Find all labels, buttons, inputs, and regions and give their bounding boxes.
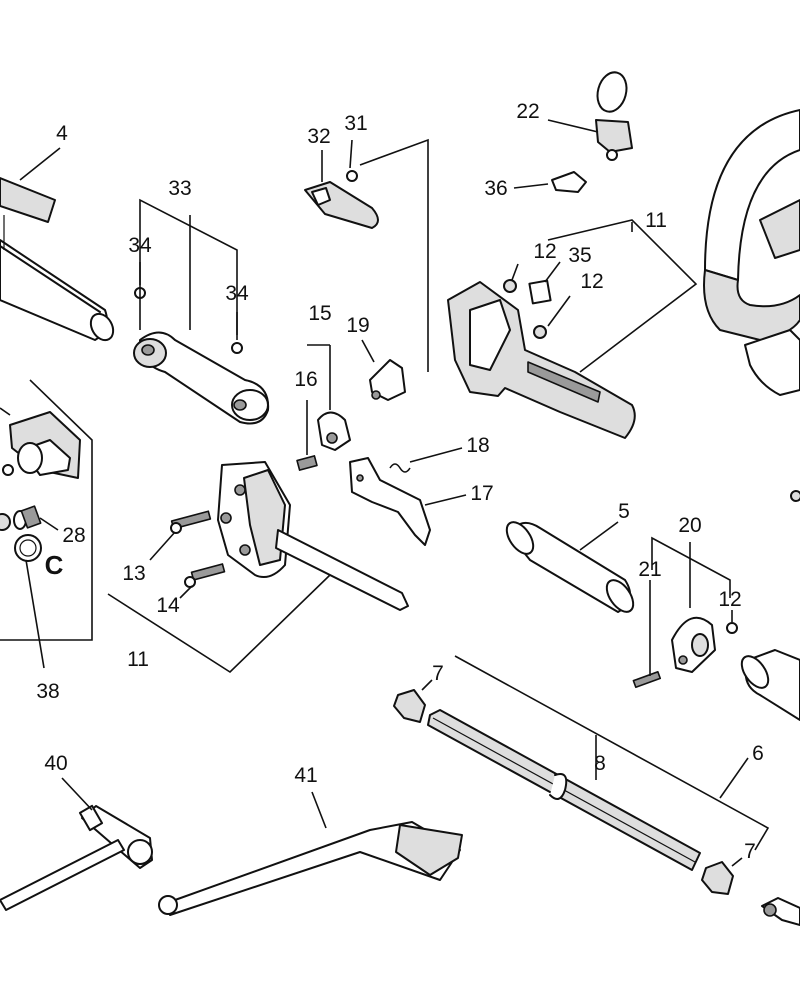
leader-6 <box>719 757 749 799</box>
leader-40 <box>61 777 93 811</box>
callout-20: 20 <box>678 514 701 537</box>
leader-18 <box>409 447 463 463</box>
callout-34-right: 34 <box>225 282 249 305</box>
callout-13: 13 <box>122 562 145 585</box>
callout-15: 15 <box>308 302 331 325</box>
callout-17: 17 <box>470 482 493 505</box>
callout-38: 38 <box>36 680 59 703</box>
leader-13 <box>149 531 176 561</box>
callout-28: 28 <box>62 524 85 547</box>
callout-12-b: 12 <box>580 270 603 293</box>
callout-19: 19 <box>346 314 369 337</box>
leader-35 <box>544 261 561 283</box>
part-17-throttle-trigger <box>349 457 431 546</box>
part-15-clamp <box>296 411 351 471</box>
leader-41 <box>311 791 327 829</box>
part-6-lower-tube <box>740 649 800 721</box>
part-20-clamp <box>632 616 738 689</box>
leader-19 <box>361 339 375 363</box>
callout-32: 32 <box>307 125 330 148</box>
callout-18: 18 <box>466 434 489 457</box>
leader-36 <box>513 183 549 189</box>
shaft-end-fitting <box>761 897 800 926</box>
callout-11-lower: 11 <box>127 648 149 671</box>
callout-7-upper: 7 <box>432 662 444 685</box>
leader-31 <box>349 139 353 169</box>
leader-20-group <box>651 536 731 598</box>
part-7-bushing-lower <box>701 861 734 895</box>
callout-36: 36 <box>484 177 507 200</box>
left-inset-bracket <box>0 379 93 641</box>
leader-12b <box>547 295 571 327</box>
part-22-ring-lock <box>551 71 633 193</box>
part-4-drive-shaft-tube <box>0 177 115 342</box>
callout-40: 40 <box>44 752 67 775</box>
leader-17 <box>424 494 467 506</box>
callout-5: 5 <box>618 500 630 523</box>
callout-35: 35 <box>568 244 591 267</box>
callout-34-left: 34 <box>128 234 152 257</box>
part-41-lever <box>158 821 463 916</box>
part-13-screw <box>170 510 212 534</box>
part-8-drive-shaft <box>427 709 701 871</box>
callout-33: 33 <box>168 177 191 200</box>
callout-22: 22 <box>516 100 539 123</box>
part-18-spring <box>389 463 411 473</box>
leader-4 <box>19 147 61 181</box>
leader-7b <box>731 857 743 867</box>
callout-c: C <box>45 550 64 580</box>
part-7-bushing-upper <box>393 689 426 723</box>
callout-4: 4 <box>56 122 68 145</box>
leader-7a <box>421 679 433 691</box>
part-11-throttle-housing <box>447 279 636 439</box>
callout-8: 8 <box>594 752 606 775</box>
callout-14: 14 <box>156 594 180 617</box>
leader-12a <box>511 263 519 281</box>
leader-11-lower <box>107 574 331 674</box>
part-33-handle-bracket <box>133 287 270 425</box>
part-19-lock-lever <box>369 359 406 401</box>
callout-7-lower: 7 <box>744 840 756 863</box>
leader-33-group <box>139 198 238 335</box>
callout-12-c: 12 <box>718 588 741 611</box>
part-32-cover <box>304 170 379 229</box>
leader-22 <box>547 119 599 133</box>
callout-21: 21 <box>638 558 661 581</box>
leader-8-group <box>454 655 770 851</box>
part-11-handle-housing <box>217 461 409 611</box>
leader-11-upper <box>547 219 698 373</box>
callout-16: 16 <box>294 368 317 391</box>
callout-6: 6 <box>752 742 764 765</box>
leader-38 <box>25 559 45 669</box>
callout-41: 41 <box>294 764 317 787</box>
callout-31: 31 <box>344 112 367 135</box>
leader-31-group <box>359 138 429 372</box>
leader-28 <box>39 517 59 531</box>
part-14-screw <box>184 563 226 588</box>
leader-5 <box>579 521 619 551</box>
part-5-grip <box>505 521 635 613</box>
callout-12-a: 12 <box>533 240 556 263</box>
part-40-plug-wrench <box>0 804 153 911</box>
callout-11-upper: 11 <box>645 209 667 232</box>
loop-handle <box>703 109 800 502</box>
leader-14 <box>179 585 193 599</box>
